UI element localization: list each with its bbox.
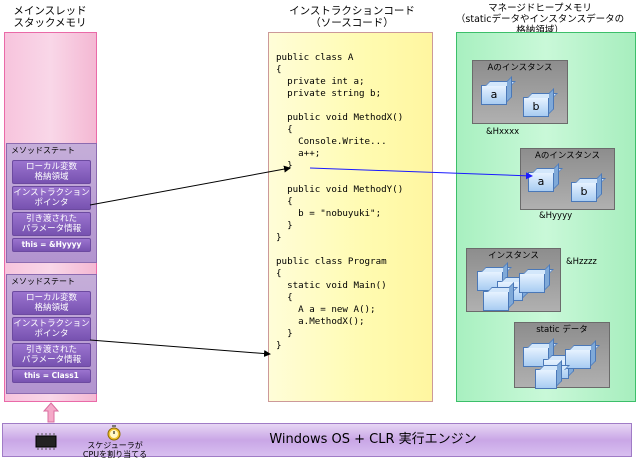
os-clr-engine-bar: Windows OS + CLR 実行エンジン	[2, 423, 632, 457]
object-cube	[565, 349, 591, 369]
heap-title: マネージドヒープメモリ （staticデータやインスタンスデータの 格納領域）	[440, 3, 640, 36]
this-reference: this = &Hyyyy	[12, 238, 91, 252]
address-label: &Hyyyy	[539, 211, 573, 221]
this-reference: this = Class1	[12, 369, 91, 383]
instance-label: インスタンス	[488, 251, 539, 261]
heap-instance-2: Aのインスタンス a b	[520, 148, 615, 210]
code-line: a.MethodX();	[276, 316, 365, 327]
os-clr-label: Windows OS + CLR 実行エンジン	[269, 432, 477, 447]
address-label: &Hxxxx	[486, 127, 520, 137]
code-line: private int a;	[276, 76, 365, 87]
field-access-arrow	[309, 167, 533, 180]
instruction-pointer-arrow-2	[89, 339, 271, 358]
code-line: {	[276, 268, 282, 279]
code-title-line2: （ソースコード）	[310, 17, 394, 29]
field-a-cube: a	[481, 85, 507, 105]
instance-label: Aのインスタンス	[487, 63, 553, 73]
scheduler-line1: スケジューラが	[87, 441, 143, 450]
code-line: public class Program	[276, 256, 387, 267]
code-line: }	[276, 160, 293, 171]
instruction-pointer-arrow-1	[89, 165, 291, 206]
code-line: {	[276, 196, 293, 207]
stack-title: メインスレッド スタックメモリ	[0, 5, 100, 29]
code-line: private string b;	[276, 88, 382, 99]
heap-title-line3: 格納領域）	[516, 25, 564, 36]
code-line: }	[276, 220, 293, 231]
scheduler-line2: CPUを割り当てる	[82, 450, 148, 459]
heap-instance-1: Aのインスタンス a b	[472, 60, 568, 124]
code-line: b = "nobuyuki";	[276, 208, 382, 219]
instance-label: Aのインスタンス	[535, 151, 600, 161]
stack-title-line1: メインスレッド	[13, 5, 87, 17]
instruction-pointer: インストラクション ポインタ	[12, 186, 91, 210]
code-line: public class A	[276, 52, 354, 63]
code-line: public void MethodX()	[276, 112, 404, 123]
code-line: a++;	[276, 148, 321, 159]
code-line: static void Main()	[276, 280, 387, 291]
passed-parameters: 引き渡された パラメータ情報	[12, 212, 91, 236]
passed-parameters: 引き渡された パラメータ情報	[12, 343, 91, 367]
method-state-1: メソッドステート ローカル変数 格納領域 インストラクション ポインタ 引き渡さ…	[6, 143, 97, 263]
field-b-cube: b	[523, 97, 549, 117]
code-line: public void MethodY()	[276, 184, 404, 195]
field-a-cube: a	[528, 172, 554, 192]
method-state-title: メソッドステート	[11, 146, 75, 155]
stack-title-line2: スタックメモリ	[13, 17, 87, 29]
code-line: {	[276, 64, 282, 75]
cpu-chip-icon	[35, 433, 57, 450]
code-line: {	[276, 124, 293, 135]
field-b-cube: b	[571, 182, 597, 202]
code-title: インストラクションコード （ソースコード）	[262, 5, 442, 29]
static-data-box: static データ	[514, 322, 610, 389]
heap-title-line2: （staticデータやインスタンスデータの	[455, 14, 625, 25]
heap-title-line1: マネージドヒープメモリ	[488, 3, 592, 14]
source-code: public class A{ private int a; private s…	[276, 52, 403, 352]
object-cube	[519, 273, 545, 293]
stopwatch-icon	[107, 425, 121, 441]
code-title-line1: インストラクションコード	[289, 5, 415, 17]
code-line: }	[276, 328, 293, 339]
local-variable-area: ローカル変数 格納領域	[12, 291, 91, 315]
code-line: A a = new A();	[276, 304, 376, 315]
object-cube	[483, 291, 509, 311]
instruction-pointer: インストラクション ポインタ	[12, 317, 91, 341]
method-state-2: メソッドステート ローカル変数 格納領域 インストラクション ポインタ 引き渡さ…	[6, 274, 97, 394]
scheduler-label: スケジューラが CPUを割り当てる	[74, 441, 156, 459]
local-variable-area: ローカル変数 格納領域	[12, 160, 91, 184]
code-line: }	[276, 232, 282, 243]
address-label: &Hzzzz	[566, 257, 597, 267]
heap-instance-3: インスタンス	[466, 248, 561, 312]
code-line: {	[276, 292, 293, 303]
method-state-title: メソッドステート	[11, 277, 75, 286]
object-cube	[535, 369, 557, 389]
up-arrow-icon	[43, 402, 59, 423]
static-data-label: static データ	[536, 325, 588, 335]
code-line: }	[276, 340, 282, 351]
code-line: Console.Write...	[276, 136, 387, 147]
instruction-code-column	[268, 32, 433, 402]
